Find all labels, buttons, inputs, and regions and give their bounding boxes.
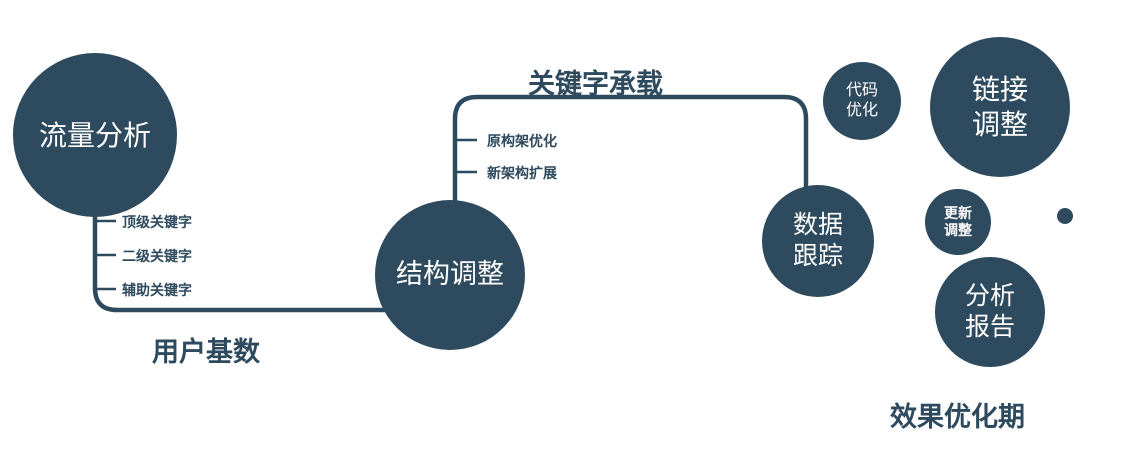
node-analysis-report-line1: 分析	[964, 281, 1015, 310]
edge-label-keyword-carry: 关键字承载	[528, 69, 663, 99]
dot-marker	[1057, 208, 1073, 224]
caption-effect-optimization: 效果优化期	[890, 402, 1025, 432]
node-analysis-report: 分析 报告	[935, 257, 1045, 367]
node-link-adjustment-line2: 调整	[971, 109, 1028, 140]
node-structure-adjust-label: 结构调整	[396, 259, 504, 290]
node-code-optimization-line1: 代码	[845, 82, 878, 99]
node-data-tracking-line1: 数据	[792, 210, 843, 239]
node-update-adjustment-line1: 更新	[944, 204, 972, 221]
node-data-tracking-line2: 跟踪	[792, 242, 843, 270]
node-link-adjustment-line1: 链接	[971, 74, 1028, 105]
node-traffic-analysis-label: 流量分析	[38, 119, 151, 151]
node-structure-adjust: 结构调整	[375, 200, 525, 350]
node-data-tracking: 数据 跟踪	[762, 185, 874, 297]
node-link-adjustment: 链接 调整	[930, 37, 1070, 177]
branch-label-second-keyword: 二级关键字	[122, 248, 192, 264]
branch-label-aux-keyword: 辅助关键字	[122, 282, 192, 298]
node-traffic-analysis: 流量分析	[13, 53, 177, 217]
edge-label-user-base: 用户基数	[152, 337, 260, 367]
node-analysis-report-line2: 报告	[964, 313, 1015, 341]
node-update-adjustment: 更新 调整	[925, 189, 991, 255]
branch-label-top-keyword: 顶级关键字	[122, 214, 192, 230]
branch-label-orig-architecture: 原构架优化	[487, 133, 557, 149]
node-update-adjustment-line2: 调整	[944, 222, 972, 238]
branch-label-new-architecture: 新架构扩展	[487, 165, 557, 181]
edge-structure-to-tracking	[452, 94, 809, 201]
node-code-optimization-line2: 优化	[845, 102, 878, 119]
node-code-optimization: 代码 优化	[823, 62, 901, 140]
